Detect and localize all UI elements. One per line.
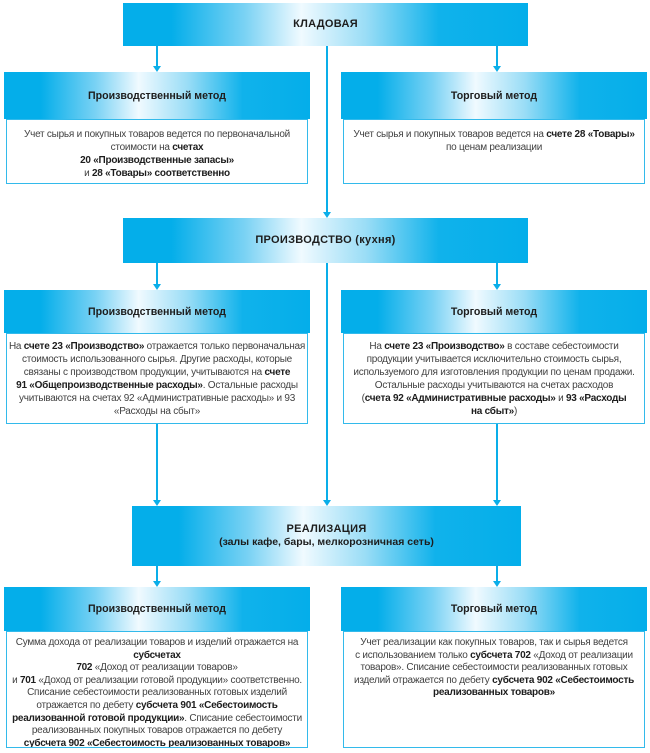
connector-arrow-down [153,424,162,506]
stage-title: КЛАДОВАЯ [293,18,358,30]
method-header: Торговый метод [341,587,647,631]
connector-arrow-down [153,566,162,587]
method-box-row2-left: Производственный метод На счете 23 «Прои… [4,290,310,424]
method-header: Торговый метод [341,290,647,333]
arrowhead-icon [323,500,331,506]
connector-arrow-down [493,424,502,506]
method-body-text: Учет реализации как покупных товаров, та… [353,637,634,699]
connector-arrow-down [153,263,162,290]
stage-box-proizvodstvo: ПРОИЗВОДСТВО (кухня) [123,218,528,263]
method-box-row2-right: Торговый метод На счете 23 «Производство… [341,290,647,424]
method-box-row3-left: Производственный метод Сумма дохода от р… [4,587,310,748]
arrowhead-icon [153,581,161,587]
stage-title: ПРОИЗВОДСТВО (кухня) [255,234,396,246]
stage-box-kladovaya: КЛАДОВАЯ [123,3,528,46]
arrowhead-icon [493,500,501,506]
method-body: Сумма дохода от реализации товаров и изд… [6,631,308,748]
method-body: На счете 23 «Производство» отражается то… [6,333,308,424]
stage-subtitle: (залы кафе, бары, мелкорозничная сеть) [219,536,434,548]
method-box-row1-right: Торговый метод Учет сырья и покупных тов… [341,72,647,184]
connector-arrow-down [493,566,502,587]
method-body: Учет сырья и покупных товаров ведется на… [343,119,645,184]
method-body-text: Сумма дохода от реализации товаров и изд… [12,637,302,748]
connector-arrow-down [493,46,502,72]
method-body: На счете 23 «Производство» в составе себ… [343,333,645,424]
method-body-text: Учет сырья и покупных товаров ведется по… [24,129,290,179]
method-body-text: На счете 23 «Производство» отражается то… [8,341,306,417]
arrowhead-icon [153,500,161,506]
stage-title: РЕАЛИЗАЦИЯ [286,523,367,535]
stage-box-realizatsiya: РЕАЛИЗАЦИЯ (залы кафе, бары, мелкорознич… [132,506,521,566]
method-header: Производственный метод [4,587,310,631]
method-body: Учет сырья и покупных товаров ведется по… [6,119,308,184]
method-body-text: На счете 23 «Производство» в составе себ… [353,341,635,417]
connector-arrow-down [153,46,162,72]
arrowhead-icon [153,284,161,290]
arrowhead-icon [153,66,161,72]
method-body-text: Учет сырья и покупных товаров ведется на… [353,129,635,153]
connector-arrow-down [323,46,332,218]
arrowhead-icon [493,284,501,290]
method-box-row1-left: Производственный метод Учет сырья и поку… [4,72,310,184]
method-body: Учет реализации как покупных товаров, та… [343,631,645,748]
arrowhead-icon [493,66,501,72]
method-header: Торговый метод [341,72,647,119]
connector-arrow-down [493,263,502,290]
method-header: Производственный метод [4,72,310,119]
method-header: Производственный метод [4,290,310,333]
method-box-row3-right: Торговый метод Учет реализации как покуп… [341,587,647,748]
arrowhead-icon [323,212,331,218]
connector-arrow-down [323,263,332,506]
arrowhead-icon [493,581,501,587]
